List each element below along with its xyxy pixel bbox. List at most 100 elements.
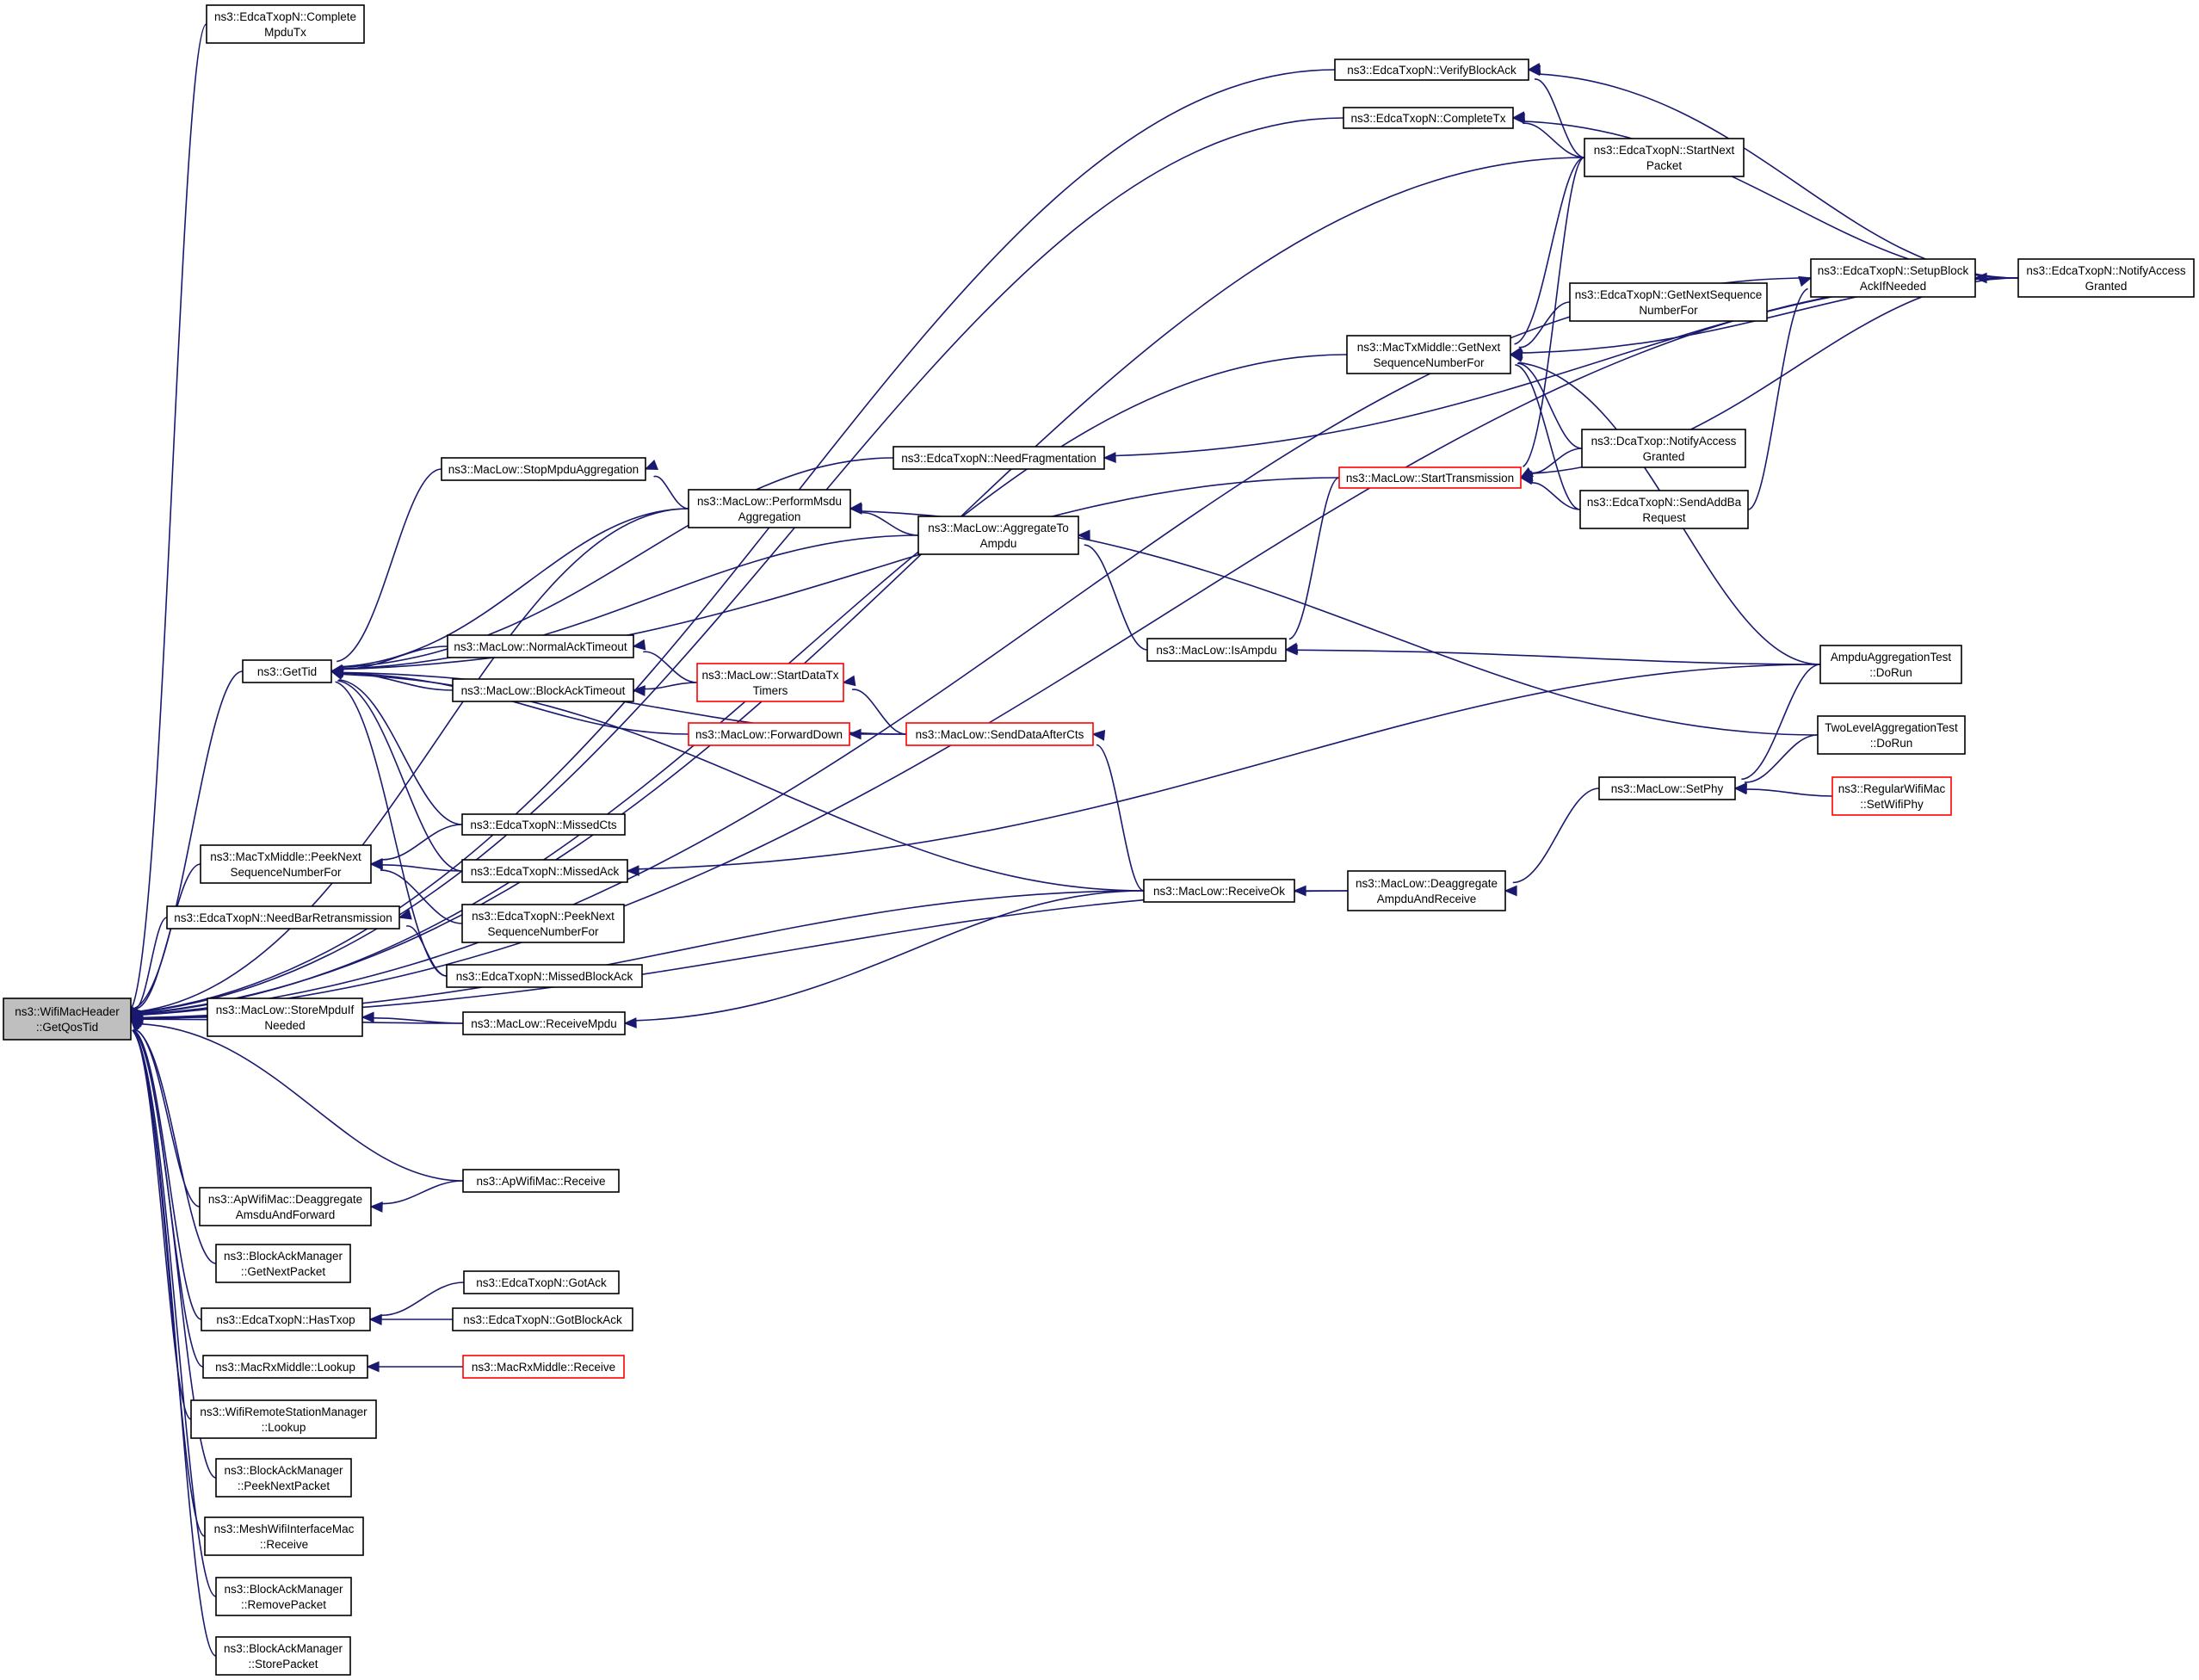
node-peek-next-mid[interactable]: ns3::MacTxMiddle::PeekNextSequenceNumber… [200, 844, 372, 884]
edge-line [135, 863, 201, 1010]
node-label: AmpduAggregationTest [1831, 651, 1952, 664]
node-label: ns3::MacLow::StartDataTx [701, 669, 838, 682]
arrowhead [849, 503, 862, 515]
node-ampdu-test[interactable]: AmpduAggregationTest::DoRun [1819, 645, 1962, 684]
node-box [1338, 466, 1522, 489]
edge-stop-mpdu-to-get-tid [330, 468, 442, 676]
node-box [463, 1270, 620, 1294]
node-stop-mpdu[interactable]: ns3::MacLow::StopMpduAggregation [441, 457, 646, 481]
node-bamget-next[interactable]: ns3::BlockAckManager::GetNextPacket [215, 1244, 351, 1283]
edge-bamstore-to-root [129, 1017, 217, 1657]
edge-deaggregate-to-receive-ok [1293, 885, 1348, 897]
node-label: ns3::EdcaTxopN::StartNext [1594, 144, 1735, 157]
node-box [204, 1516, 364, 1556]
node-get-next-seq-mid[interactable]: ns3::MacTxMiddle::GetNextSequenceNumberF… [1346, 335, 1511, 374]
node-got-ack[interactable]: ns3::EdcaTxopN::GotAck [463, 1270, 620, 1294]
node-label: Timers [753, 684, 788, 697]
node-box [215, 1636, 351, 1676]
node-box [1831, 776, 1952, 816]
node-two-level-test[interactable]: TwoLevelAggregationTest::DoRun [1817, 715, 1966, 755]
node-ap-deaggregate[interactable]: ns3::ApWifiMac::DeaggregateAmsduAndForwa… [199, 1187, 372, 1226]
edge-perform-msdu-to-stop-mpdu [644, 460, 689, 510]
node-label: ns3::BlockAckManager [224, 1583, 343, 1596]
node-verify-block-ack[interactable]: ns3::EdcaTxopN::VerifyBlockAck [1334, 59, 1529, 81]
edge-ampdu-test-to-is-ampdu [1284, 644, 1821, 665]
node-label: ns3::WifiRemoteStationManager [200, 1405, 368, 1418]
node-box [1579, 490, 1749, 529]
edge-set-phy-to-deaggregate [1504, 788, 1600, 897]
node-receive-mpdu[interactable]: ns3::MacLow::ReceiveMpdu [462, 1011, 626, 1035]
node-box [893, 446, 1105, 470]
node-label: AmpduAndReceive [1377, 892, 1477, 905]
node-rx-receive[interactable]: ns3::MacRxMiddle::Receive [462, 1355, 625, 1379]
edge-line [851, 689, 907, 735]
node-normal-ack-timeout[interactable]: ns3::MacLow::NormalAckTimeout [447, 634, 634, 658]
edge-start-transmission-to-is-ampdu [1284, 477, 1340, 654]
node-got-block-ack[interactable]: ns3::EdcaTxopN::GotBlockAck [452, 1307, 633, 1331]
node-has-txop[interactable]: ns3::EdcaTxopN::HasTxop [201, 1307, 371, 1331]
node-box [446, 964, 643, 988]
edge-line [638, 664, 1821, 870]
edge-line [1512, 788, 1600, 884]
node-peek-next-edca[interactable]: ns3::EdcaTxopN::PeekNextSequenceNumberFo… [461, 904, 625, 943]
node-missed-cts[interactable]: ns3::EdcaTxopN::MissedCts [461, 813, 626, 836]
node-bampeek[interactable]: ns3::BlockAckManager::PeekNextPacket [215, 1458, 352, 1498]
node-receive-ok[interactable]: ns3::MacLow::ReceiveOk [1143, 879, 1295, 903]
node-rsmlookup[interactable]: ns3::WifiRemoteStationManager::Lookup [190, 1399, 377, 1439]
node-bamremove[interactable]: ns3::BlockAckManager::RemovePacket [215, 1577, 352, 1616]
node-label: ns3::EdcaTxopN::NotifyAccess [2026, 264, 2186, 277]
edge-line [1741, 664, 1821, 781]
edge-line [342, 645, 448, 670]
node-is-ampdu[interactable]: ns3::MacLow::IsAmpdu [1146, 638, 1287, 662]
edge-ampdu-test-to-set-phy [1733, 664, 1821, 794]
node-label: ns3::EdcaTxopN::NeedBarRetransmission [174, 911, 392, 924]
edge-line [380, 869, 463, 924]
node-mesh-receive[interactable]: ns3::MeshWifiInterfaceMac::Receive [204, 1516, 364, 1556]
node-box [462, 1011, 626, 1035]
node-set-phy[interactable]: ns3::MacLow::SetPhy [1598, 776, 1736, 800]
arrowhead [632, 685, 645, 696]
edge-line [861, 511, 919, 536]
root-node[interactable]: ns3::WifiMacHeader::GetQosTid [3, 998, 132, 1041]
node-need-fragmentation[interactable]: ns3::EdcaTxopN::NeedFragmentation [893, 446, 1105, 470]
node-ap-receive[interactable]: ns3::ApWifiMac::Receive [462, 1169, 620, 1193]
arrowhead [848, 728, 862, 740]
arrowhead [330, 666, 343, 677]
node-block-ack-timeout[interactable]: ns3::MacLow::BlockAckTimeout [452, 678, 634, 702]
node-missed-ack[interactable]: ns3::EdcaTxopN::MissedAck [461, 859, 628, 883]
node-complete-tx[interactable]: ns3::EdcaTxopN::CompleteTx [1343, 107, 1514, 129]
node-rx-lookup[interactable]: ns3::MacRxMiddle::Lookup [202, 1355, 368, 1379]
node-set-wifi-phy[interactable]: ns3::RegularWifiMac::SetWifiPhy [1831, 776, 1952, 816]
node-bamstore[interactable]: ns3::BlockAckManager::StorePacket [215, 1636, 351, 1676]
edge-block-ack-timeout-to-get-tid [330, 665, 454, 691]
node-forward-down[interactable]: ns3::MacLow::ForwardDown [688, 722, 850, 746]
edge-line [140, 157, 1585, 1015]
node-need-bar-retrans[interactable]: ns3::EdcaTxopN::NeedBarRetransmission [166, 905, 400, 930]
edge-two-level-test-to-set-phy [1733, 734, 1819, 795]
node-send-data-after-cts[interactable]: ns3::MacLow::SendDataAfterCts [905, 722, 1094, 746]
node-get-tid[interactable]: ns3::GetTid [242, 659, 332, 683]
node-box [688, 722, 850, 746]
node-box [206, 4, 365, 44]
node-missed-block-ack[interactable]: ns3::EdcaTxopN::MissedBlockAck [446, 964, 643, 988]
node-box [1810, 258, 1976, 298]
edge-line [335, 681, 448, 977]
node-box [3, 998, 132, 1041]
edge-receive-mpdu-to-store-mpdu [361, 1011, 464, 1024]
node-start-transmission[interactable]: ns3::MacLow::StartTransmission [1338, 466, 1522, 489]
edge-got-block-ack-to-has-txop [368, 1313, 453, 1325]
node-label: ns3::MacTxMiddle::PeekNext [210, 850, 361, 863]
node-label: ns3::ApWifiMac::Receive [476, 1175, 605, 1188]
